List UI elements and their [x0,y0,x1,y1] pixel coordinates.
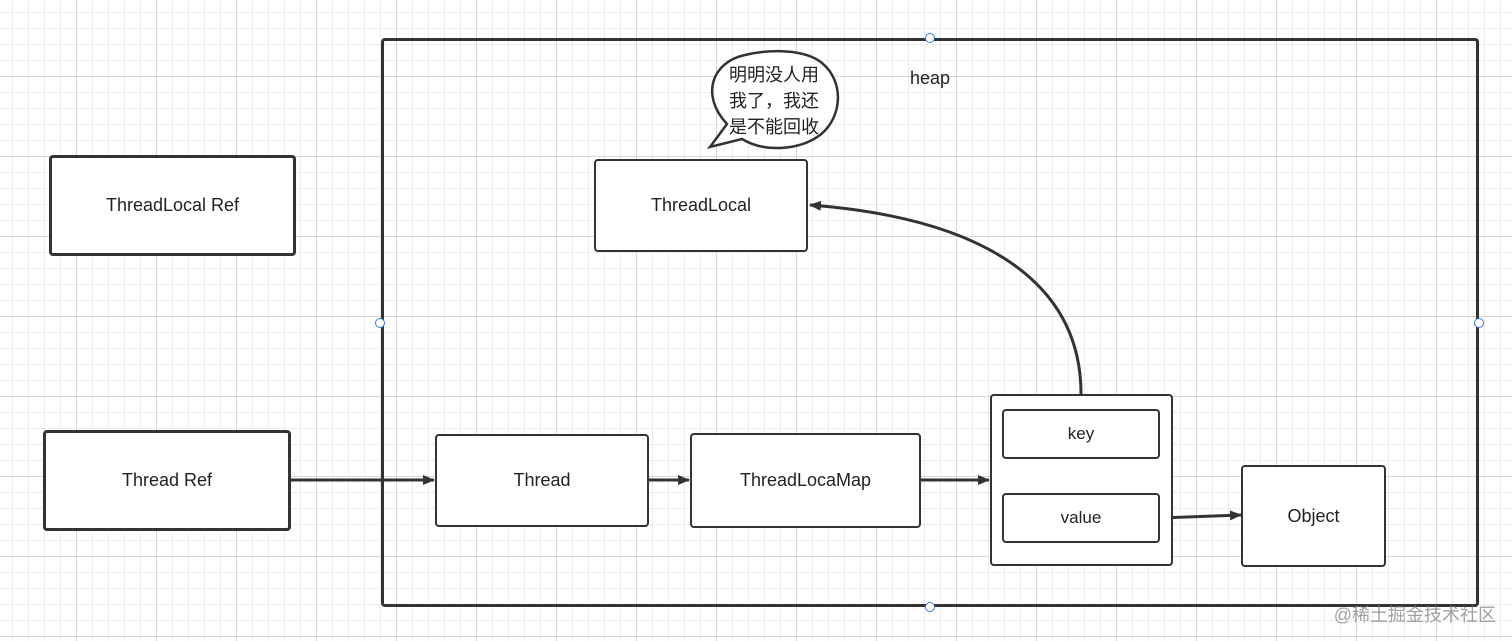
edge-value-object [1159,510,1242,521]
threadlocal-ref-node[interactable]: ThreadLocal Ref [49,155,296,256]
node-label: Thread Ref [121,470,213,490]
resize-handle-bottom[interactable] [925,602,935,612]
node-label: Thread [513,470,571,490]
thread-ref-node[interactable]: Thread Ref [43,430,291,531]
resize-handle-top[interactable] [925,33,935,43]
node-label: key [1067,424,1095,443]
speech-bubble-line: 明明没人用 [729,65,819,85]
resize-handle-left[interactable] [375,318,385,328]
object-node[interactable]: Object [1241,465,1386,567]
speech-bubble-text: 明明没人用 我了，我还 是不能回收 [716,62,832,140]
resize-handle-right[interactable] [1474,318,1484,328]
value-node[interactable]: value [1002,493,1160,543]
speech-bubble-line: 是不能回收 [729,117,819,137]
node-label: value [1060,508,1102,527]
edge-key-threadlocal [809,200,1083,395]
speech-bubble [706,49,840,150]
node-label: ThreadLocal Ref [105,195,240,215]
node-label: ThreadLocal [650,195,752,215]
key-node[interactable]: key [1002,409,1160,459]
speech-bubble-line: 我了，我还 [729,91,819,111]
threadlocal-node[interactable]: ThreadLocal [594,159,808,252]
threadlocamap-node[interactable]: ThreadLocaMap [690,433,921,528]
node-label: ThreadLocaMap [739,470,872,490]
thread-node[interactable]: Thread [435,434,649,527]
watermark: @稀土掘金技术社区 [1333,605,1496,625]
node-label: Object [1287,505,1340,526]
heap-label: heap [909,68,951,88]
